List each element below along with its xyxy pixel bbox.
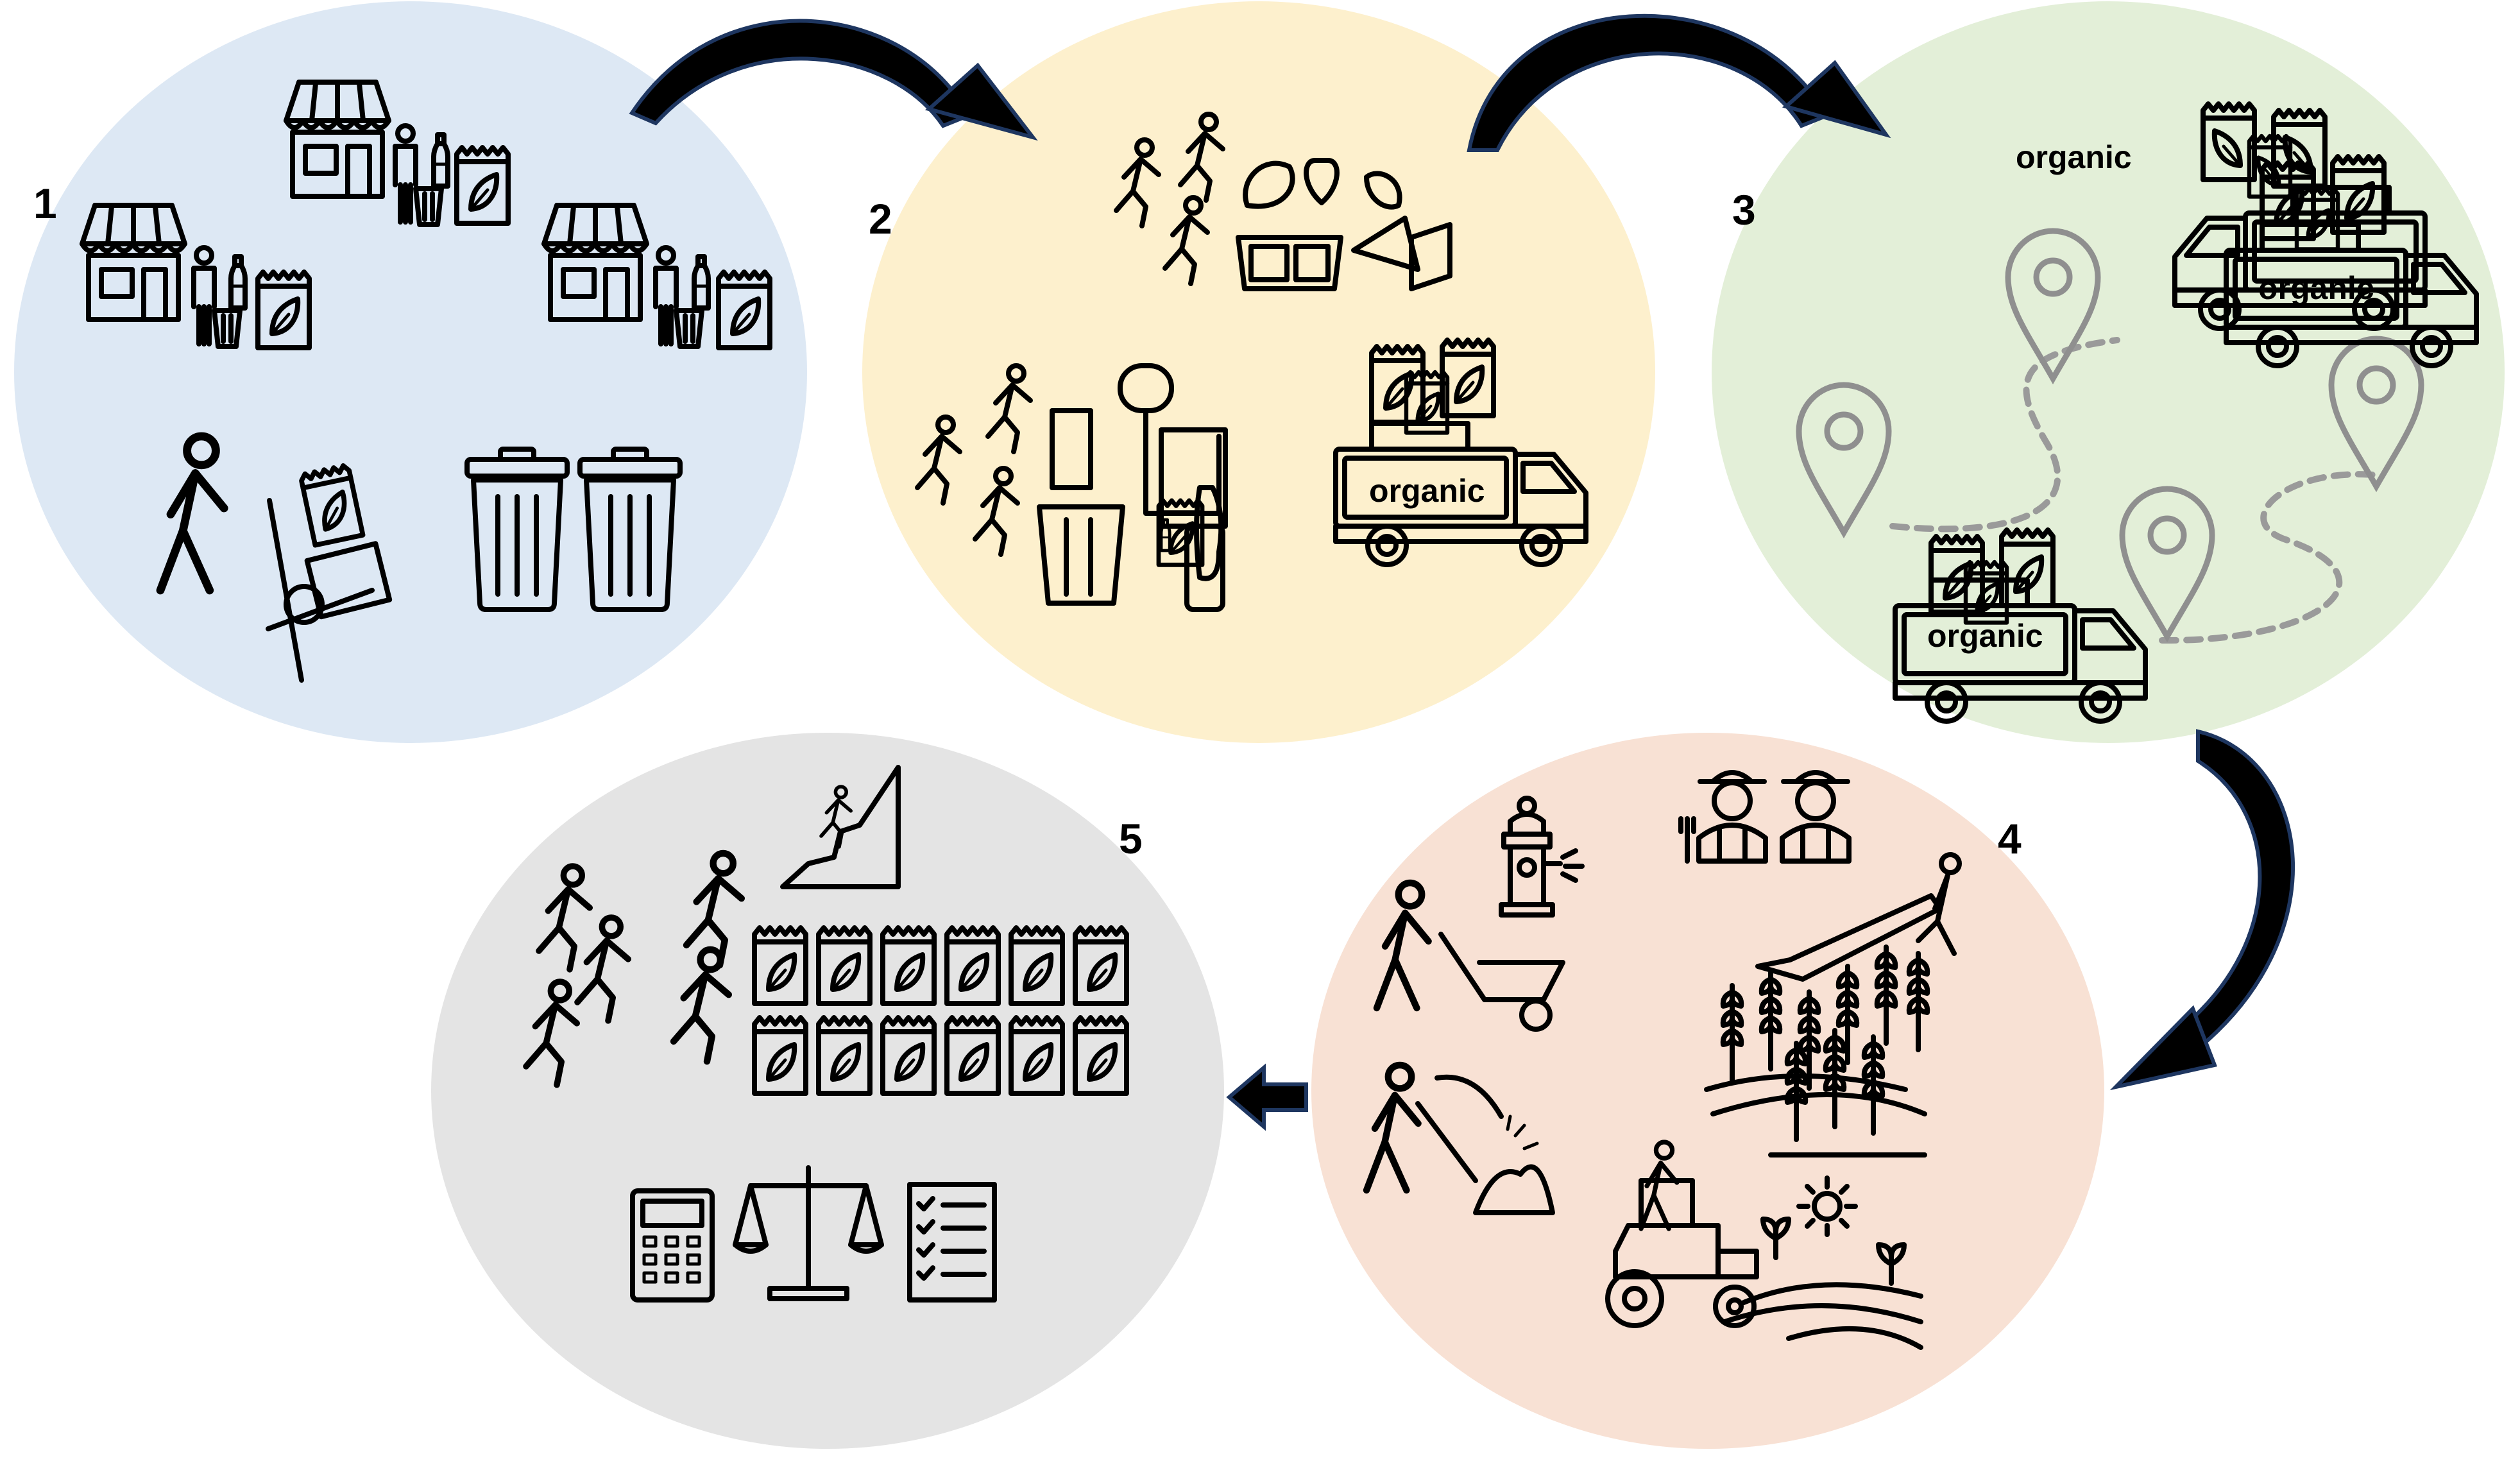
food-groceries-icon — [1236, 158, 1452, 291]
truck-label: organic — [1927, 618, 2043, 654]
stage-1-bubble — [14, 1, 807, 743]
organic-truck-icon: organic — [1895, 530, 2145, 721]
arrow-4-to-5 — [1226, 1063, 1308, 1131]
truck-label: organic — [2016, 139, 2132, 175]
organic-truck-icon: organic — [2226, 157, 2476, 366]
dotted-route-icon — [1889, 337, 2377, 644]
arrow-1-to-2 — [629, 19, 1038, 141]
stage-4: 4 — [1311, 733, 2104, 1449]
stage-4-number: 4 — [1998, 815, 2022, 862]
checklist-icon — [907, 1182, 997, 1303]
arrow-2-to-3 — [1467, 13, 1891, 152]
sun-icon — [1796, 1175, 1858, 1237]
organic-truck-icon: organic — [1336, 340, 1586, 565]
stage-1-number: 1 — [33, 180, 57, 227]
calculator-icon — [630, 1188, 715, 1303]
stage-2: 2 — [862, 1, 1655, 743]
farmers-icon — [1678, 770, 1852, 864]
stage-2-number: 2 — [869, 195, 892, 243]
truck-label: organic — [2258, 270, 2374, 306]
wheelbarrow-worker-icon — [1377, 883, 1565, 1032]
pickaxe-worker-icon — [1366, 1065, 1555, 1215]
truck-label: organic — [1369, 473, 1485, 509]
stage-5: 5 — [431, 733, 1224, 1449]
stage-3-number: 3 — [1732, 186, 1756, 234]
stage-2-bubble — [862, 1, 1655, 743]
fire-hydrant-icon — [1499, 796, 1585, 918]
stage-5-number: 5 — [1119, 815, 1143, 862]
hand-truck-worker-icon — [160, 436, 393, 683]
stage-1: 1 — [14, 1, 807, 743]
balance-scale-icon — [733, 1165, 884, 1301]
climber-icon — [780, 765, 901, 889]
stage-3: 3 organic organic — [1712, 1, 2505, 743]
arrow-3-to-4 — [2109, 729, 2295, 1091]
mixed-waste-icon — [917, 363, 1228, 612]
wheat-field-icon — [1704, 852, 1962, 1158]
tractor-field-icon — [1605, 1142, 1923, 1350]
